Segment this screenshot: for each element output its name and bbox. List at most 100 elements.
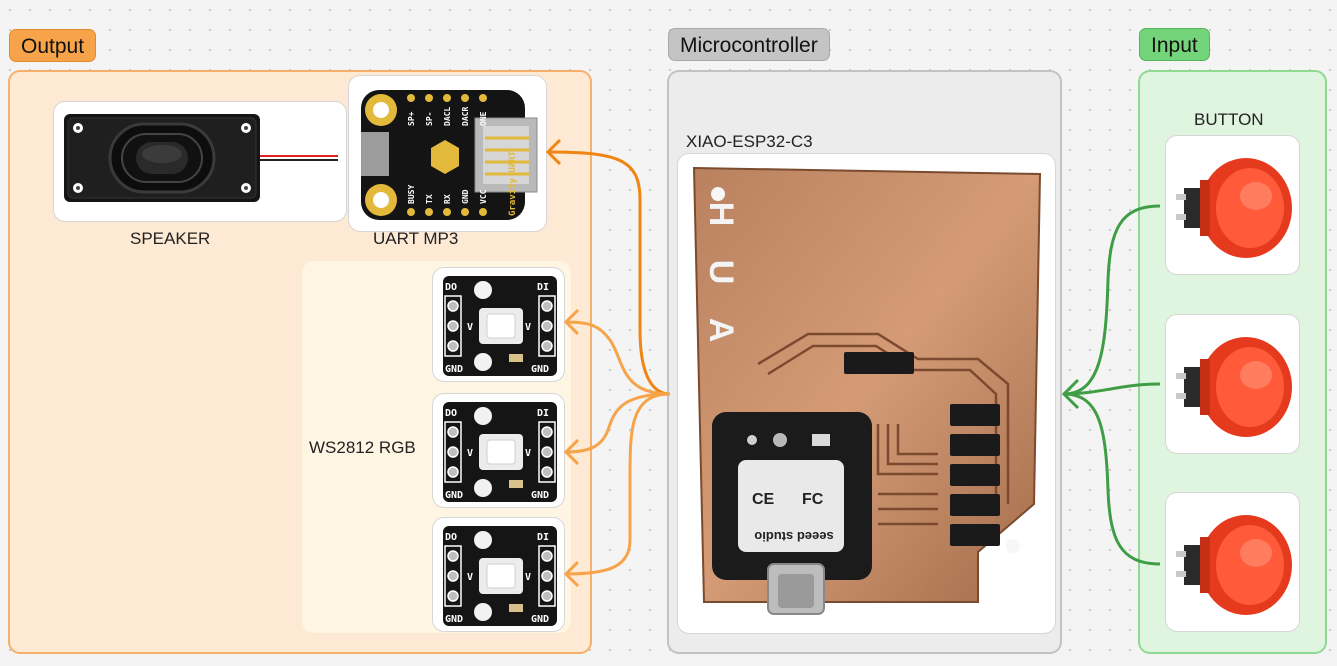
button-terminal xyxy=(1176,373,1186,379)
button-label: BUTTON xyxy=(1194,110,1264,129)
button-highlight xyxy=(1240,361,1272,389)
led-pin-pad xyxy=(447,340,459,352)
led-pin-pad xyxy=(541,320,553,332)
led-pin-pad xyxy=(447,590,459,602)
led-pin-header xyxy=(444,295,462,357)
led-pin-pad xyxy=(447,426,459,438)
mp3-pin-label: VCC xyxy=(479,189,488,204)
led-pin-v: V xyxy=(467,322,473,333)
led-pin-pad xyxy=(541,590,553,602)
led-pin-pad xyxy=(541,446,553,458)
button-housing xyxy=(1200,537,1210,593)
mp3-pin-pad xyxy=(461,94,469,102)
led-pin-do: DO xyxy=(445,532,457,543)
mp3-pin-pad xyxy=(407,94,415,102)
mp3-pin-pad xyxy=(407,208,415,216)
uart-mp3-side-text: Gravity UART xyxy=(507,150,518,216)
mp3-pin-label: SP- xyxy=(425,112,434,126)
mp3-pin-label: SP+ xyxy=(407,111,416,126)
led-pin-pad xyxy=(447,466,459,478)
mp3-pin-label: ONE xyxy=(479,111,488,126)
mp3-pin-pad xyxy=(443,208,451,216)
xiao-brand-text: seeed studio xyxy=(754,529,834,544)
led-pin-v: V xyxy=(467,572,473,583)
led-pin-gnd: GND xyxy=(531,490,549,501)
speaker-image xyxy=(64,114,338,202)
mp3-pin-pad xyxy=(479,94,487,102)
led-resistor xyxy=(509,354,523,362)
led-pin-pad xyxy=(447,320,459,332)
led-pin-gnd: GND xyxy=(445,364,463,375)
led-lens xyxy=(486,439,516,465)
button-card-2[interactable] xyxy=(1165,314,1300,454)
button-highlight xyxy=(1240,182,1272,210)
button-image-2 xyxy=(1176,337,1292,437)
led-mount-hole xyxy=(474,353,492,371)
led-lens xyxy=(486,313,516,339)
led-pin-header xyxy=(444,421,462,483)
xiao-ce-mark: CE xyxy=(752,491,775,508)
button-terminal xyxy=(1176,194,1186,200)
mp3-pin-label: DACR xyxy=(461,107,470,126)
led-pin-pad xyxy=(541,550,553,562)
button-terminal xyxy=(1176,571,1186,577)
xiao-board-letter: H xyxy=(702,202,740,227)
led-mount-hole xyxy=(474,281,492,299)
xiao-card[interactable]: H U A CE FC seeed studio xyxy=(677,153,1056,634)
led-pin-gnd: GND xyxy=(445,614,463,625)
button-housing xyxy=(1200,359,1210,415)
mp3-pin-label: DACL xyxy=(443,107,452,126)
button-card-1[interactable] xyxy=(1165,135,1300,275)
led-pin-pad xyxy=(447,550,459,562)
xiao-board-image: H U A CE FC seeed studio xyxy=(692,166,1042,615)
led-pin-pad xyxy=(447,446,459,458)
led-resistor xyxy=(509,604,523,612)
led-mount-hole xyxy=(474,407,492,425)
microcontroller-group-title: Microcontroller xyxy=(668,28,830,61)
mp3-pin-pad xyxy=(425,208,433,216)
mp3-pin-pad xyxy=(443,94,451,102)
led-pin-gnd: GND xyxy=(531,614,549,625)
uart-mp3-card[interactable]: SP+ SP- DACL DACR ONE BUSY TX RX GND VCC Gravity… xyxy=(348,75,547,232)
led-pin-pad xyxy=(541,466,553,478)
uart-mp3-image: SP+ SP- DACL DACR ONE BUSY TX RX GND VCC Gravity… xyxy=(361,90,538,220)
mp3-pin-pad xyxy=(461,208,469,216)
button-card-3[interactable] xyxy=(1165,492,1300,632)
button-highlight xyxy=(1240,539,1272,567)
led-pin-header xyxy=(538,545,556,607)
button-image-1 xyxy=(1176,158,1292,258)
led-pin-v: V xyxy=(525,572,531,583)
led-pin-gnd: GND xyxy=(445,490,463,501)
button-housing xyxy=(1200,180,1210,236)
led-pin-pad xyxy=(541,300,553,312)
xiao-board-letter: U xyxy=(702,260,740,285)
mp3-pin-label: GND xyxy=(461,189,470,204)
button-image-3 xyxy=(1176,515,1292,615)
input-group-title: Input xyxy=(1139,28,1210,61)
led-mount-hole xyxy=(474,603,492,621)
led-pin-do: DO xyxy=(445,282,457,293)
speaker-label: SPEAKER xyxy=(130,229,211,248)
mp3-pin-label: RX xyxy=(443,194,452,204)
led-pin-v: V xyxy=(467,448,473,459)
led-pin-gnd: GND xyxy=(531,364,549,375)
led-mount-hole xyxy=(474,531,492,549)
mp3-pin-label: BUSY xyxy=(407,185,416,204)
xiao-fcc-mark: FC xyxy=(802,491,824,508)
led-pin-v: V xyxy=(525,448,531,459)
speaker-card[interactable] xyxy=(53,101,347,222)
led-pin-pad xyxy=(541,570,553,582)
led-pin-v: V xyxy=(525,322,531,333)
led-pin-header xyxy=(444,545,462,607)
button-terminal xyxy=(1176,551,1186,557)
mp3-pin-label: TX xyxy=(425,194,434,204)
xiao-board-letter: A xyxy=(702,318,740,343)
ws2812-label: WS2812 RGB xyxy=(309,438,416,457)
button-terminal xyxy=(1176,214,1186,220)
button-terminal xyxy=(1176,393,1186,399)
